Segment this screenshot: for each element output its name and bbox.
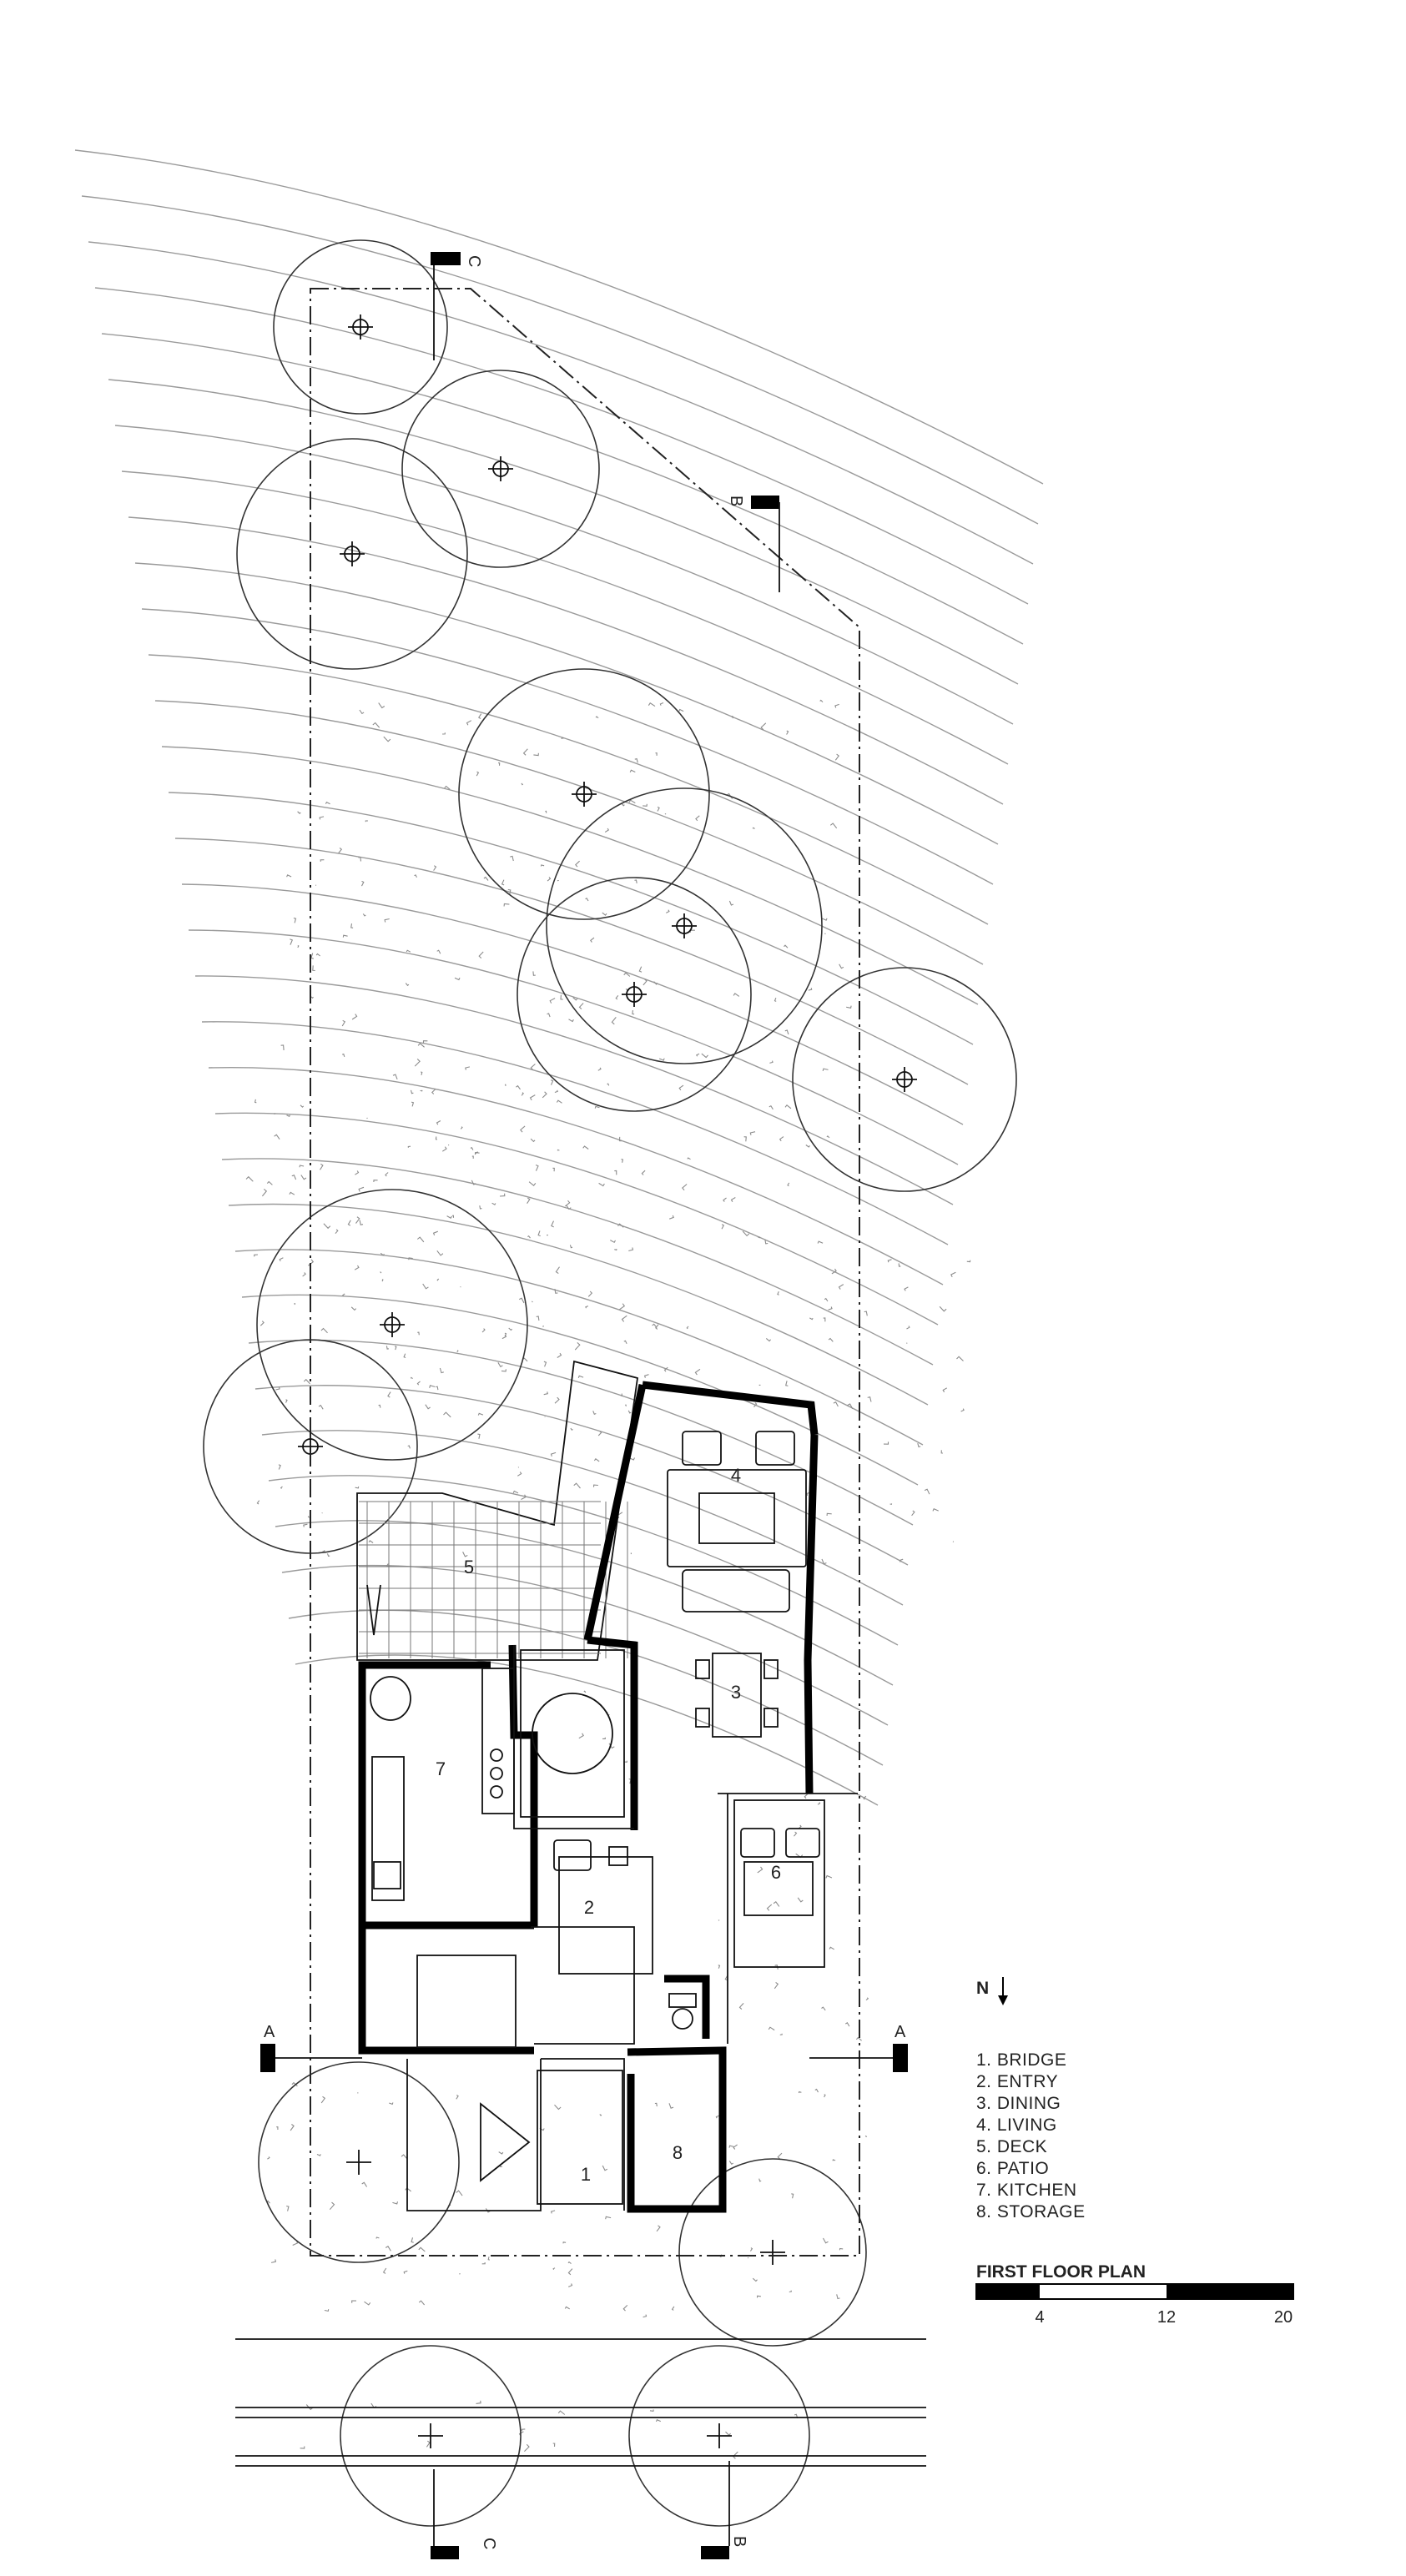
contour-line [268, 1475, 899, 1646]
contour-line [201, 1021, 949, 1245]
section-marker-b-bottom: B [701, 2461, 748, 2559]
legend: N 1. BRIDGE 2. ENTRY 3. DINING 4. LIVING 5. … [976, 1977, 1086, 2221]
section-marker-a-right: A [809, 2023, 908, 2072]
legend-item: 1. BRIDGE [976, 2050, 1066, 2070]
tree-canopy [401, 370, 600, 568]
room-labels: 1 2 3 4 5 6 7 8 [436, 1465, 781, 2185]
contour-line [108, 379, 1019, 685]
section-marker-a-left: A [260, 2023, 362, 2072]
legend-item: 6. PATIO [976, 2159, 1049, 2178]
room-number-2: 2 [584, 1897, 594, 1918]
legend-list: 1. BRIDGE 2. ENTRY 3. DINING 4. LIVING 5. DE… [976, 2050, 1086, 2221]
street-lines [235, 2338, 926, 2467]
section-marker-c-top: C [431, 252, 483, 360]
tree-canopy [546, 787, 823, 1064]
contour-line [154, 700, 984, 965]
room-number-1: 1 [581, 2164, 591, 2185]
contour-line [194, 975, 954, 1205]
section-label: C [465, 255, 483, 267]
contour-line [168, 792, 974, 1045]
tree-canopy [792, 967, 1017, 1192]
furniture [366, 1431, 825, 2205]
contour-line [254, 1385, 909, 1566]
scale-tick: 12 [1157, 2308, 1176, 2327]
plan-title: FIRST FLOOR PLAN [976, 2262, 1146, 2282]
room-number-3: 3 [731, 1682, 741, 1703]
room-number-8: 8 [673, 2142, 683, 2163]
contour-line [74, 149, 1044, 485]
legend-item: 8. STORAGE [976, 2202, 1086, 2221]
north-arrow-icon [998, 1977, 1008, 2005]
contour-line [281, 1564, 889, 1726]
tree-canopy [458, 668, 710, 920]
contour-line [141, 608, 994, 885]
room-number-4: 4 [731, 1465, 741, 1486]
contour-line [275, 1520, 894, 1686]
room-number-7: 7 [436, 1758, 446, 1779]
section-label: B [730, 2536, 748, 2547]
contour-line [221, 1158, 934, 1366]
contour-line [241, 1294, 919, 1486]
contour-line [148, 654, 989, 925]
tree-canopy [340, 2345, 522, 2527]
section-label: B [727, 496, 745, 506]
contour-line [114, 425, 1014, 725]
section-label: A [894, 2023, 906, 2041]
legend-item: 2. ENTRY [976, 2072, 1058, 2091]
contour-line [261, 1430, 904, 1606]
north-label: N [976, 1979, 990, 1998]
contour-line [88, 241, 1034, 565]
contour-line [134, 562, 999, 845]
contour-line [295, 1654, 879, 1806]
scale-tick: 4 [1035, 2308, 1044, 2327]
legend-item: 5. DECK [976, 2137, 1047, 2156]
contour-line [81, 195, 1039, 525]
contour-line [214, 1112, 939, 1326]
section-markers: A A B B C C [260, 252, 908, 2559]
room-number-5: 5 [464, 1557, 474, 1577]
deck-area [356, 1360, 639, 1661]
room-number-6: 6 [771, 1862, 781, 1883]
scale-tick: 20 [1274, 2308, 1293, 2327]
contour-line [181, 883, 964, 1125]
legend-item: 3. DINING [976, 2094, 1061, 2113]
contour-line [94, 287, 1029, 605]
contour-line [208, 1066, 944, 1285]
tree-canopy [517, 877, 752, 1112]
contour-line [288, 1609, 884, 1766]
tree-canopy [273, 239, 448, 415]
legend-item: 7. KITCHEN [976, 2181, 1077, 2200]
contour-line [174, 838, 969, 1085]
tree-canopy [628, 2345, 810, 2527]
contour-line [234, 1249, 924, 1446]
tree-canopy [258, 2061, 460, 2263]
contour-line [128, 516, 1004, 805]
contour-line [121, 470, 1009, 765]
scale-bar: FIRST FLOOR PLAN 4 12 20 [975, 2262, 1294, 2327]
tree-canopy [236, 438, 468, 670]
tree-canopy [678, 2158, 867, 2347]
property-boundary [310, 288, 860, 2257]
tree-canopy [256, 1189, 528, 1461]
contour-line [101, 333, 1024, 645]
section-label: A [264, 2023, 275, 2041]
legend-item: 4. LIVING [976, 2116, 1057, 2135]
contour-line [188, 929, 959, 1165]
section-marker-c-bottom: C [431, 2469, 498, 2559]
house-walls [358, 1381, 858, 2213]
foliage-texture [245, 699, 971, 2459]
contour-lines [74, 149, 1044, 1806]
section-label: C [480, 2538, 498, 2549]
section-marker-b-top: B [727, 496, 780, 592]
contour-line [161, 746, 979, 1005]
contour-line [228, 1203, 929, 1406]
